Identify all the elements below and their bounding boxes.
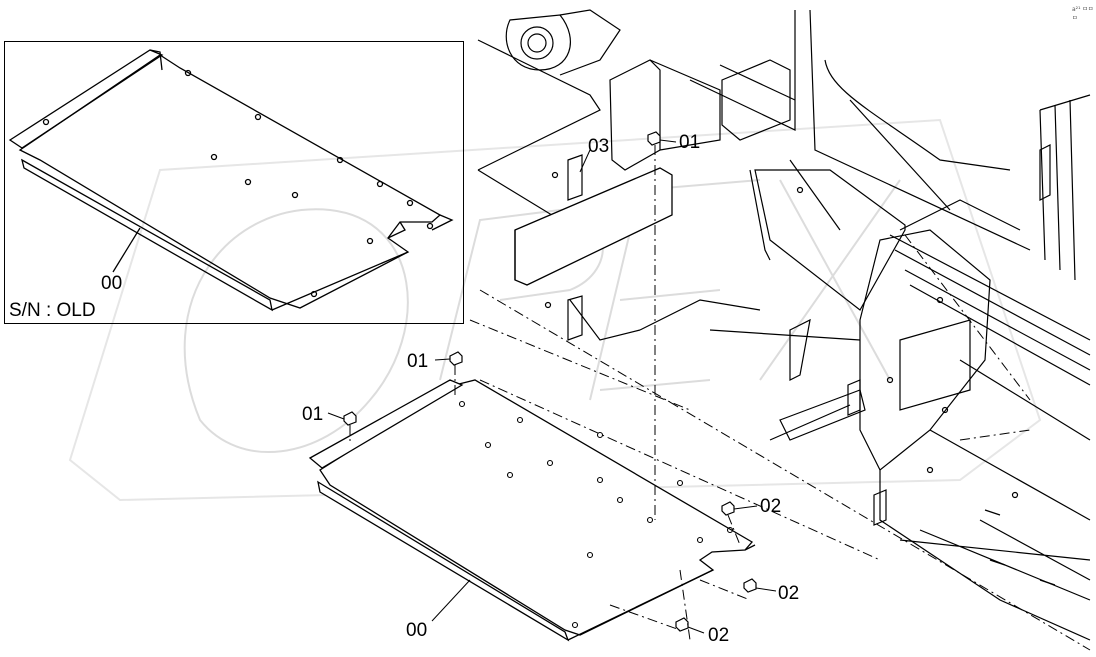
- tray-00-drawing: [308, 379, 756, 642]
- callout-01-tray-left: 01: [302, 404, 324, 425]
- inset-part-label: 00: [101, 273, 123, 294]
- callout-03: 03: [588, 136, 610, 157]
- tray-00-holes: [458, 400, 734, 629]
- corner-mark: a²¹ ㅁㅁㅁ: [1072, 6, 1094, 22]
- fasteners: [343, 131, 757, 632]
- callout-01-tray-rear: 01: [407, 351, 429, 372]
- inset-tray-drawing: [8, 49, 454, 312]
- assembly-centerlines: [349, 145, 1091, 651]
- callout-01-top: 01: [679, 132, 701, 153]
- machine-frame: [477, 9, 1091, 641]
- callout-02-middle: 02: [778, 583, 800, 604]
- inset-serial-note: S/N : OLD: [9, 300, 96, 321]
- callout-02-upper: 02: [760, 496, 782, 517]
- callout-02-lower: 02: [708, 625, 730, 646]
- inset-old-version-frame: [4, 41, 464, 324]
- callout-00-tray: 00: [406, 620, 428, 641]
- cover-panel-03: [514, 167, 673, 286]
- leader-lines: [327, 139, 777, 634]
